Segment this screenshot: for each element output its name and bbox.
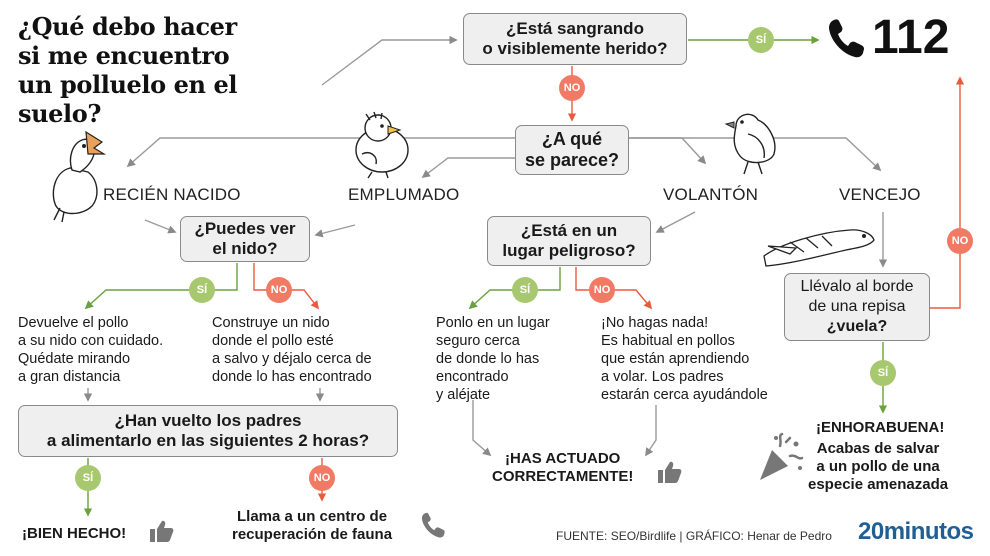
emergency-number: 112 bbox=[826, 10, 949, 65]
emergency-number-text: 112 bbox=[872, 11, 950, 64]
connector-nothing-to-correct bbox=[645, 405, 657, 457]
graphic-author: Henar de Pedro bbox=[747, 529, 832, 543]
category-newborn: RECIÉN NACIDO bbox=[103, 185, 241, 204]
badge-nest-no: NO bbox=[266, 277, 292, 303]
badge-ledge-no: NO bbox=[947, 228, 973, 254]
question-see-nest: ¿Puedes ver el nido? bbox=[180, 216, 310, 262]
badge-parents-yes: SÍ bbox=[75, 465, 101, 491]
badge-bleeding-yes: SÍ bbox=[748, 27, 774, 53]
badge-ledge-yes: SÍ bbox=[870, 360, 896, 386]
action-do-nothing: ¡No hagas nada! Es habitual en pollos qu… bbox=[601, 315, 768, 403]
badge-danger-yes: SÍ bbox=[512, 277, 538, 303]
newborn-chick-icon bbox=[52, 130, 107, 223]
connector-title-to-bleeding bbox=[321, 35, 458, 86]
action-return-to-nest: Devuelve el pollo a su nido con cuidado.… bbox=[18, 315, 164, 385]
ledge-line-1: Llévalo al borde bbox=[800, 278, 914, 295]
phone-icon bbox=[829, 18, 864, 57]
phone-small-icon bbox=[421, 512, 445, 538]
source-label: FUENTE: bbox=[556, 529, 608, 543]
question-looks-like: ¿A qué se parece? bbox=[515, 125, 629, 175]
question-dangerous-place: ¿Está en un lugar peligroso? bbox=[487, 216, 651, 266]
fledgling-bird-icon bbox=[724, 113, 776, 175]
connector-to-swift bbox=[629, 137, 882, 172]
category-fledgling: VOLANTÓN bbox=[663, 185, 759, 204]
connector-nest-yes bbox=[84, 263, 238, 310]
connector-fledgling-to-danger bbox=[655, 211, 696, 233]
connector-to-fledgling bbox=[629, 137, 707, 165]
connector-feathered-to-nest bbox=[314, 224, 356, 238]
footer-credits: FUENTE: SEO/Birdlife | GRÁFICO: Henar de… bbox=[556, 529, 832, 543]
feathered-chick-icon bbox=[355, 111, 409, 179]
source-name: SEO/Birdlife bbox=[610, 529, 677, 543]
connector-safe-to-correct bbox=[472, 400, 492, 457]
thumbs-up-icon bbox=[150, 520, 174, 542]
badge-bleeding-no: NO bbox=[559, 75, 585, 101]
result-acted-correctly: ¡HAS ACTUADO CORRECTAMENTE! bbox=[492, 450, 634, 485]
category-feathered: EMPLUMADO bbox=[348, 185, 460, 204]
result-call-center: Llama a un centro de recuperación de fau… bbox=[232, 508, 393, 543]
swift-bird-icon bbox=[763, 229, 875, 267]
action-move-safe: Ponlo en un lugar seguro cerca de donde … bbox=[436, 315, 550, 403]
question-ledge: Llévalo al borde de una repisa ¿vuela? bbox=[784, 273, 930, 341]
brand-logo: 20minutos bbox=[858, 518, 974, 545]
party-popper-icon bbox=[760, 432, 804, 480]
result-congrats-title: ¡ENHORABUENA! bbox=[816, 419, 945, 436]
page-title: ¿Qué debo hacer si me encuentro un pollu… bbox=[18, 12, 238, 128]
category-swift: VENCEJO bbox=[839, 185, 921, 204]
result-congrats-text: Acabas de salvar a un pollo de una espec… bbox=[808, 440, 949, 493]
connector-to-newborn bbox=[126, 137, 515, 168]
connector-newborn-to-nest bbox=[144, 219, 177, 234]
badge-parents-no: NO bbox=[309, 465, 335, 491]
question-bleeding: ¿Está sangrando o visiblemente herido? bbox=[463, 13, 687, 65]
result-well-done: ¡BIEN HECHO! bbox=[22, 525, 127, 542]
connector-ledge-no bbox=[930, 76, 965, 309]
thumbs-up-icon-2 bbox=[658, 461, 682, 483]
badge-nest-yes: SÍ bbox=[189, 277, 215, 303]
ledge-line-2: de una repisa bbox=[808, 298, 906, 315]
connector-to-feathered bbox=[421, 157, 515, 179]
question-parents-returned: ¿Han vuelto los padres a alimentarlo en … bbox=[18, 405, 398, 457]
credits-separator: | bbox=[679, 529, 683, 543]
graphic-label: GRÁFICO: bbox=[685, 529, 744, 543]
action-build-nest: Construye un nido donde el pollo esté a … bbox=[212, 315, 372, 385]
ledge-line-3: ¿vuela? bbox=[826, 318, 888, 335]
badge-danger-no: NO bbox=[589, 277, 615, 303]
